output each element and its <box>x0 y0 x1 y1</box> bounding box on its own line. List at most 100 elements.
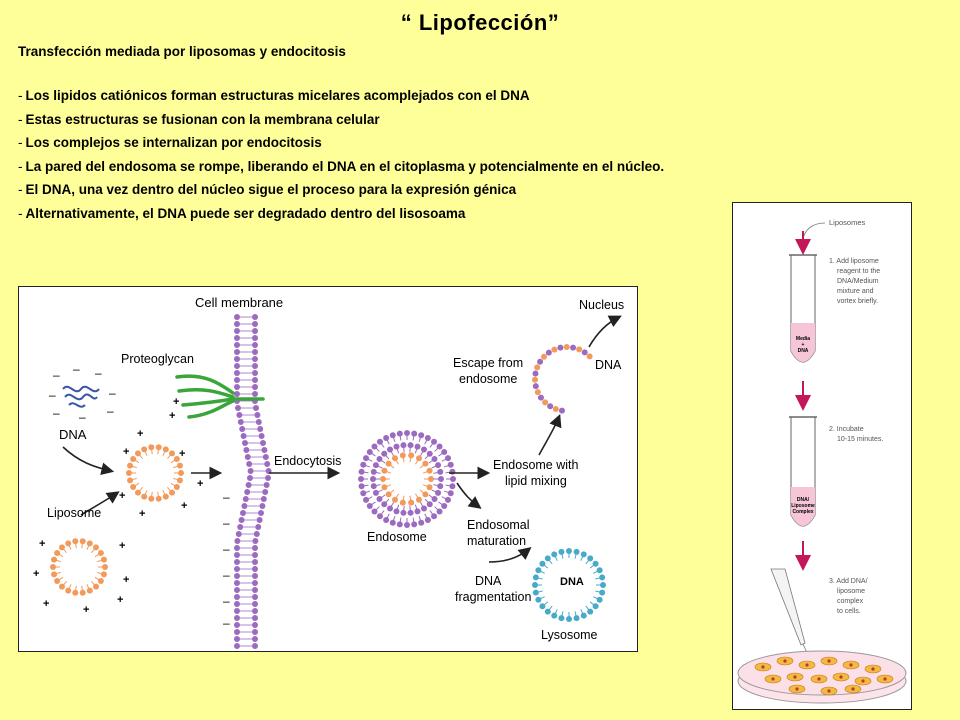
lipid-head <box>155 444 162 451</box>
lipid-head <box>422 460 429 467</box>
lipid-head <box>97 549 104 556</box>
lipid-head <box>252 573 258 579</box>
lipid-head <box>596 596 603 603</box>
lipid-head <box>376 438 383 445</box>
lipid-head <box>363 455 370 462</box>
empty-liposome <box>50 538 108 596</box>
protocol-diagram: Liposomes Media + DNA 1. Add liposome re… <box>732 202 912 710</box>
step1-line-5: vortex briefly. <box>837 298 878 305</box>
arrow-to-escape <box>538 414 562 456</box>
lipid-head <box>130 484 137 491</box>
plus-sign: + <box>43 598 49 610</box>
bullet-text: Estas estructuras se fusionan con la mem… <box>25 111 380 127</box>
lipid-head <box>252 391 258 397</box>
step1-line-1: 1. Add liposome <box>829 258 879 265</box>
lipid-head <box>366 503 373 510</box>
lipid-head <box>258 510 264 516</box>
lipid-head <box>383 516 390 523</box>
bullet-item: -Alternativamente, el DNA puede ser degr… <box>18 206 664 230</box>
lipid-head <box>79 589 86 596</box>
lipid-head <box>385 460 392 467</box>
lipid-head <box>535 596 542 603</box>
lipid-head <box>260 440 266 446</box>
lipid-head <box>424 435 431 442</box>
lipid-head <box>407 509 414 516</box>
lipid-head <box>581 349 588 356</box>
lipid-head <box>234 370 240 376</box>
lipid-head <box>255 419 262 425</box>
lipid-head <box>234 580 240 586</box>
lipid-head <box>371 508 378 515</box>
cell-nucleus <box>871 667 875 671</box>
lipid-head <box>447 490 454 497</box>
label-liposome: Liposome <box>47 506 101 520</box>
lipid-head <box>449 468 456 475</box>
lipid-head <box>86 587 93 594</box>
lipid-head <box>436 508 443 515</box>
lipid-head <box>421 446 427 453</box>
lipid-head <box>358 483 365 490</box>
arrow-to-maturation <box>456 482 482 509</box>
lipid-head <box>234 636 240 642</box>
lipid-head <box>130 455 137 462</box>
label-frag-2: fragmentation <box>455 590 531 604</box>
step3-line-1: 3. Add DNA/ <box>829 578 868 585</box>
tube1-label-3: DNA <box>798 348 809 354</box>
minus-sign: – <box>223 616 230 630</box>
lipid-head <box>141 493 148 500</box>
lipid-head <box>407 442 414 449</box>
lipid-head <box>532 574 539 581</box>
lipid-head <box>252 552 258 558</box>
lipid-head <box>563 344 570 351</box>
lipid-head <box>551 551 558 558</box>
lipid-head <box>532 582 538 588</box>
minus-sign: – <box>73 362 80 376</box>
lipid-head <box>252 636 258 642</box>
bullet-item: -Los complejos se internalizan por endoc… <box>18 135 664 159</box>
lipid-head <box>252 622 258 628</box>
lipid-head <box>535 567 542 574</box>
lipid-head <box>586 353 593 360</box>
lipid-head <box>258 433 265 439</box>
lipid-head <box>544 608 551 615</box>
lipid-head <box>256 517 263 523</box>
lipid-head <box>587 555 594 562</box>
step3-line-3: complex <box>837 598 864 605</box>
lipid-head <box>558 615 565 622</box>
lipid-head <box>234 601 240 607</box>
lipofection-diagram: ––––––––––––––++++++++++++++++ Cell memb… <box>18 286 638 652</box>
lipid-head <box>558 407 565 414</box>
lipid-head <box>235 531 242 537</box>
lipid-head <box>86 540 93 547</box>
lipid-head <box>431 513 438 520</box>
label-escape-2: endosome <box>459 372 517 386</box>
lipid-head <box>134 450 141 457</box>
step1-line-3: DNA/Medium <box>837 278 879 285</box>
plus-sign: + <box>83 604 89 616</box>
minus-sign: – <box>49 388 56 402</box>
lipid-head <box>566 616 572 622</box>
arrow-dna-to-liposome <box>62 446 115 476</box>
lipid-head <box>244 489 251 495</box>
lipid-head <box>431 438 438 445</box>
lipid-head <box>416 455 422 462</box>
lipid-head <box>155 495 162 502</box>
cell-nucleus <box>771 677 775 681</box>
lipid-head <box>252 643 258 649</box>
bullet-marker: - <box>18 205 23 221</box>
bullet-marker: - <box>18 158 23 174</box>
lipid-head <box>437 468 444 475</box>
lipid-head <box>238 517 245 523</box>
lipid-head <box>366 448 373 455</box>
lipid-head <box>544 555 551 562</box>
lipid-head <box>252 342 258 348</box>
lipid-head <box>376 495 383 502</box>
tube1-label-1: Media <box>796 336 810 342</box>
minus-sign: – <box>223 490 230 504</box>
lipid-head <box>239 426 246 432</box>
lipid-head <box>435 462 442 469</box>
lipid-head <box>234 615 240 621</box>
lipid-head <box>600 582 606 588</box>
lipid-head <box>358 476 364 482</box>
lipid-head <box>372 489 379 496</box>
